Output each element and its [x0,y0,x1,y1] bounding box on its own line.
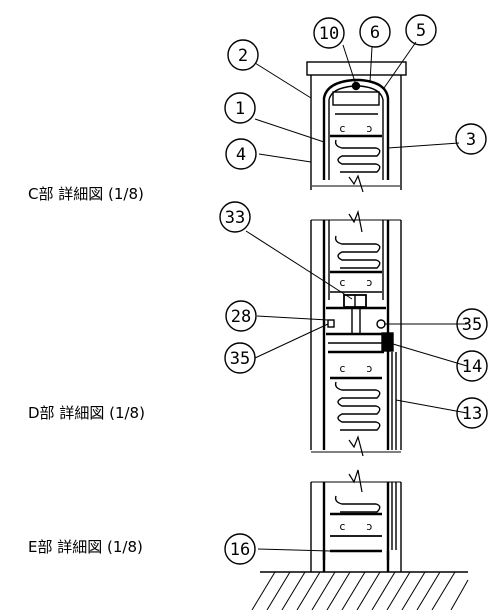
callout-35-right: 35 [462,315,482,335]
break-mark-2 [348,209,363,233]
insulation-wave-top [334,139,381,173]
arch-profile-outer [322,78,390,180]
svg-text:ɔ: ɔ [366,520,373,533]
break-mark-3 [348,435,364,457]
caption-e-detail: E部 詳細図 (1/8) [28,538,143,556]
callout-14: 14 [462,357,482,377]
svg-text:c: c [339,362,346,375]
insulation-wave-bottom [334,495,381,513]
svg-text:c: c [339,122,346,135]
leader-lines [245,41,468,552]
callout-16: 16 [230,540,250,560]
insulation-wave-mid [334,235,381,269]
callout-4: 4 [236,145,246,165]
joint-clip-right [376,319,386,329]
svg-text:c: c [339,276,346,289]
ground-hatching [251,571,469,610]
svg-text:ɔ: ɔ [366,362,373,375]
callout-3: 3 [466,130,476,150]
callout-35-left: 35 [230,349,250,369]
callout-circles [219,14,488,565]
break-mark-1 [348,174,364,193]
caption-c-detail: C部 詳細図 (1/8) [28,185,144,203]
callout-1: 1 [235,99,245,119]
callout-33: 33 [225,208,245,228]
top-fastener [351,81,361,91]
callout-2: 2 [238,46,248,66]
joint-clip-left [327,319,335,328]
svg-text:ɔ: ɔ [366,276,373,289]
svg-text:ɔ: ɔ [366,122,373,135]
cap-plate [306,61,407,76]
callout-6: 6 [370,23,380,43]
break-mark-4 [348,469,363,493]
callout-10: 10 [319,24,339,44]
arch-cap-box [332,91,380,106]
callout-13: 13 [462,404,482,424]
callout-28: 28 [231,307,251,327]
caption-d-detail: D部 詳細図 (1/8) [28,404,145,422]
svg-text:c: c [339,520,346,533]
side-bracket [381,332,394,352]
wall-assembly: c ɔ c ɔ c ɔ [219,14,488,610]
callout-5: 5 [416,21,426,41]
arch-profile-inner [328,85,384,180]
insulation-wave-lower [334,381,381,431]
